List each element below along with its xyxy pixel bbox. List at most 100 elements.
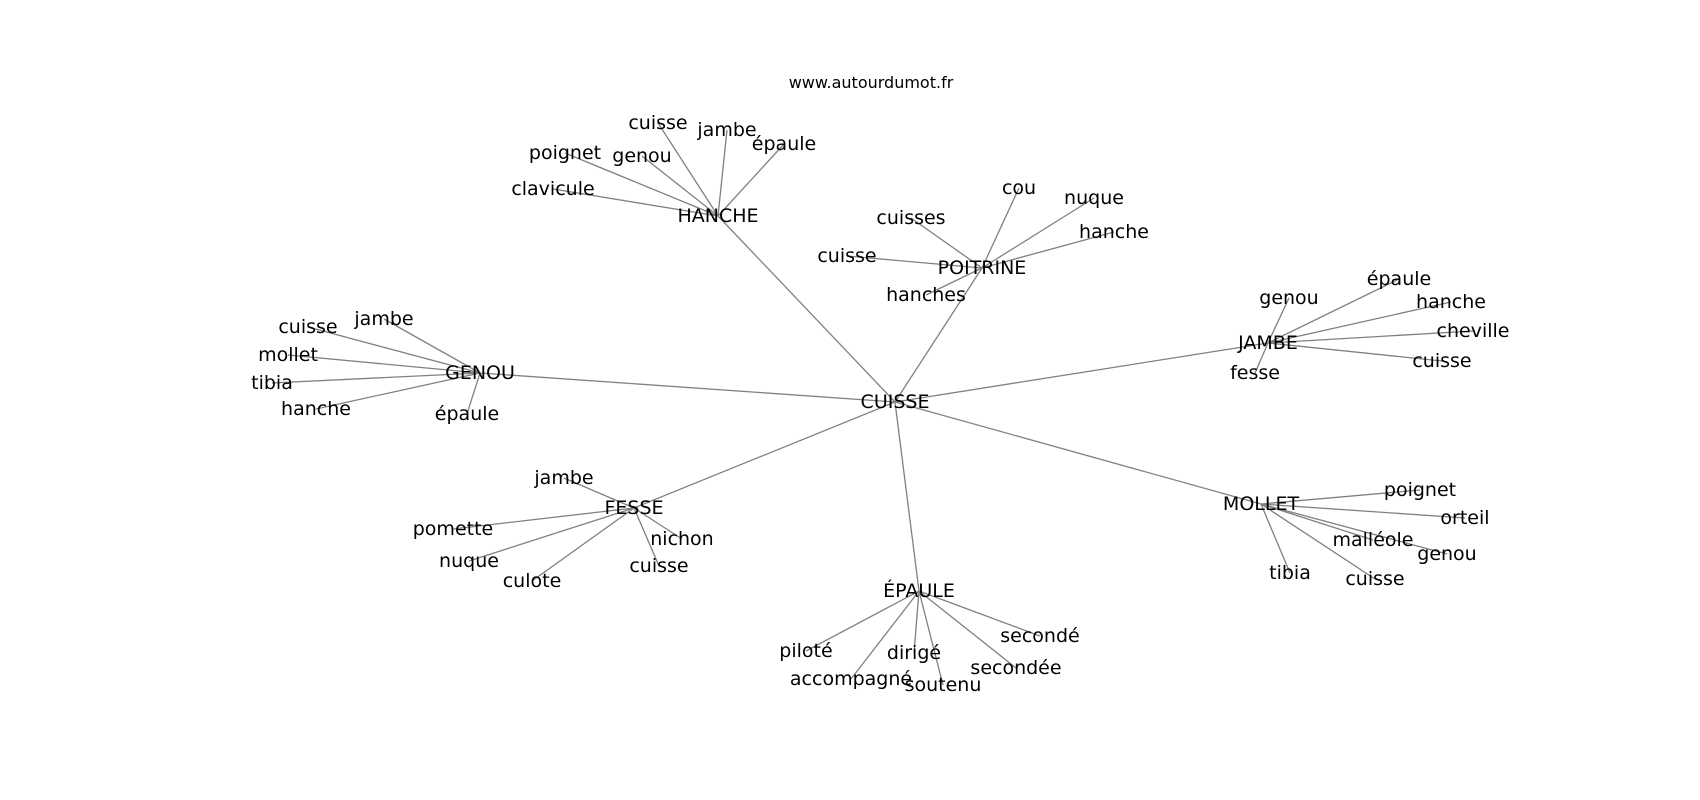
leaf-node-fesse-nuque: nuque	[439, 550, 499, 572]
leaf-node-poitrine-nuque: nuque	[1064, 187, 1124, 209]
leaf-node-jambe-epaule: épaule	[1367, 268, 1431, 290]
graph-labels: www.autourdumot.fr clavicule poignet genou…	[251, 73, 1509, 696]
edge-cuisse-fesse	[633, 401, 896, 509]
leaf-node-jambe-cheville: cheville	[1437, 320, 1510, 342]
edge-epaule-seconde	[918, 590, 1041, 637]
edge-poitrine-cou	[981, 187, 1020, 269]
leaf-node-poitrine-hanche: hanche	[1079, 221, 1149, 243]
edge-hanche-genou	[641, 155, 719, 217]
leaf-node-epaule-secondee: secondée	[970, 657, 1061, 679]
edge-jambe-cuisse	[1267, 342, 1443, 362]
leaf-node-epaule-dirige: dirigé	[887, 642, 941, 664]
edge-jambe-epaule	[1267, 278, 1400, 344]
leaf-node-jambe-cuisse: cuisse	[1412, 350, 1471, 372]
source-watermark: www.autourdumot.fr	[789, 73, 954, 92]
leaf-node-poitrine-cou: cou	[1002, 177, 1036, 199]
edge-jambe-fesse	[1254, 342, 1269, 374]
leaf-node-mollet-genou: genou	[1417, 543, 1476, 565]
edge-cuisse-jambe	[894, 342, 1269, 403]
hub-node-fesse: FESSE	[604, 497, 663, 519]
edge-mollet-tibia	[1260, 503, 1291, 574]
leaf-node-hanche-genou: genou	[612, 145, 671, 167]
leaf-node-hanche-epaule: épaule	[752, 133, 816, 155]
edge-mollet-cuisse	[1260, 503, 1376, 580]
leaf-node-mollet-tibia: tibia	[1269, 562, 1311, 584]
edge-poitrine-hanche	[981, 231, 1115, 269]
edge-hanche-poignet	[564, 152, 719, 217]
edge-genou-jambe	[383, 318, 481, 374]
edge-epaule-dirige	[913, 590, 920, 654]
leaf-node-epaule-seconde: secondé	[1000, 625, 1079, 647]
leaf-node-poitrine-cuisse: cuisse	[817, 245, 876, 267]
leaf-node-epaule-accompagne: accompagné	[790, 668, 912, 690]
edge-mollet-genou	[1260, 503, 1448, 555]
edge-genou-tibia	[271, 372, 481, 384]
hub-node-mollet: MOLLET	[1223, 493, 1300, 515]
hub-node-epaule: ÉPAULE	[883, 579, 955, 602]
edge-poitrine-cuisse	[846, 255, 983, 269]
edge-poitrine-hanches	[925, 267, 983, 296]
hub-node-genou: GENOU	[445, 362, 515, 384]
edge-fesse-jambe	[563, 477, 635, 509]
leaf-node-hanche-cuisse: cuisse	[628, 112, 687, 134]
edge-jambe-genou	[1267, 297, 1290, 344]
hub-node-jambe: JAMBE	[1237, 332, 1298, 354]
edge-cuisse-epaule	[894, 401, 920, 592]
edge-mollet-orteil	[1260, 503, 1466, 519]
edge-hanche-clavicule	[552, 188, 719, 217]
hub-node-poitrine: POITRINE	[938, 257, 1027, 279]
leaf-node-genou-mollet: mollet	[258, 344, 318, 366]
edge-genou-cuisse	[307, 326, 481, 374]
edge-epaule-secondee	[918, 590, 1017, 669]
leaf-node-epaule-pilote: piloté	[779, 640, 832, 662]
edge-mollet-poignet	[1260, 489, 1421, 505]
leaf-node-jambe-hanche: hanche	[1416, 291, 1486, 313]
edge-fesse-cuisse	[633, 507, 660, 567]
edge-cuisse-genou	[479, 372, 896, 403]
leaf-node-genou-tibia: tibia	[251, 372, 293, 394]
leaf-node-poitrine-cuisses: cuisses	[876, 207, 945, 229]
edge-genou-mollet	[287, 354, 481, 374]
leaf-node-genou-epaule: épaule	[435, 403, 499, 425]
graph-edges	[271, 122, 1474, 686]
leaf-node-mollet-cuisse: cuisse	[1345, 568, 1404, 590]
edge-cuisse-mollet	[894, 401, 1262, 505]
leaf-node-genou-hanche: hanche	[281, 398, 351, 420]
leaf-node-genou-jambe: jambe	[353, 308, 413, 330]
edge-fesse-culote	[531, 507, 635, 582]
leaf-node-hanche-clavicule: clavicule	[511, 178, 594, 200]
edge-hanche-epaule	[717, 143, 785, 217]
edge-cuisse-hanche	[717, 215, 896, 403]
edge-cuisse-poitrine	[894, 267, 983, 403]
leaf-node-jambe-genou: genou	[1259, 287, 1318, 309]
edge-poitrine-cuisses	[910, 217, 983, 269]
leaf-node-fesse-cuisse: cuisse	[629, 555, 688, 577]
leaf-node-epaule-soutenu: soutenu	[905, 674, 982, 696]
edge-epaule-pilote	[805, 590, 920, 652]
edge-hanche-jambe	[717, 129, 728, 217]
edge-mollet-malleole	[1260, 503, 1374, 541]
edge-fesse-nichon	[633, 507, 683, 540]
hub-node-hanche: HANCHE	[677, 205, 758, 227]
edge-jambe-cheville	[1267, 330, 1474, 344]
leaf-node-fesse-jambe: jambe	[533, 467, 593, 489]
leaf-node-mollet-orteil: orteil	[1440, 507, 1489, 529]
edge-epaule-soutenu	[918, 590, 944, 686]
edge-poitrine-nuque	[981, 197, 1095, 269]
edge-hanche-cuisse	[657, 122, 719, 217]
leaf-node-fesse-pomette: pomette	[413, 518, 493, 540]
edge-genou-hanche	[315, 372, 481, 410]
leaf-node-hanche-jambe: jambe	[696, 119, 756, 141]
leaf-node-fesse-culote: culote	[503, 570, 562, 592]
leaf-node-genou-cuisse: cuisse	[278, 316, 337, 338]
leaf-node-mollet-poignet: poignet	[1384, 479, 1456, 501]
edge-jambe-hanche	[1267, 301, 1452, 344]
edge-genou-epaule	[466, 372, 481, 415]
edge-fesse-nuque	[468, 507, 635, 562]
center-node-cuisse: CUISSE	[861, 391, 930, 413]
leaf-node-poitrine-hanches: hanches	[886, 284, 966, 306]
leaf-node-hanche-poignet: poignet	[529, 142, 601, 164]
edge-epaule-accompagne	[850, 590, 920, 680]
edge-fesse-pomette	[452, 507, 635, 530]
